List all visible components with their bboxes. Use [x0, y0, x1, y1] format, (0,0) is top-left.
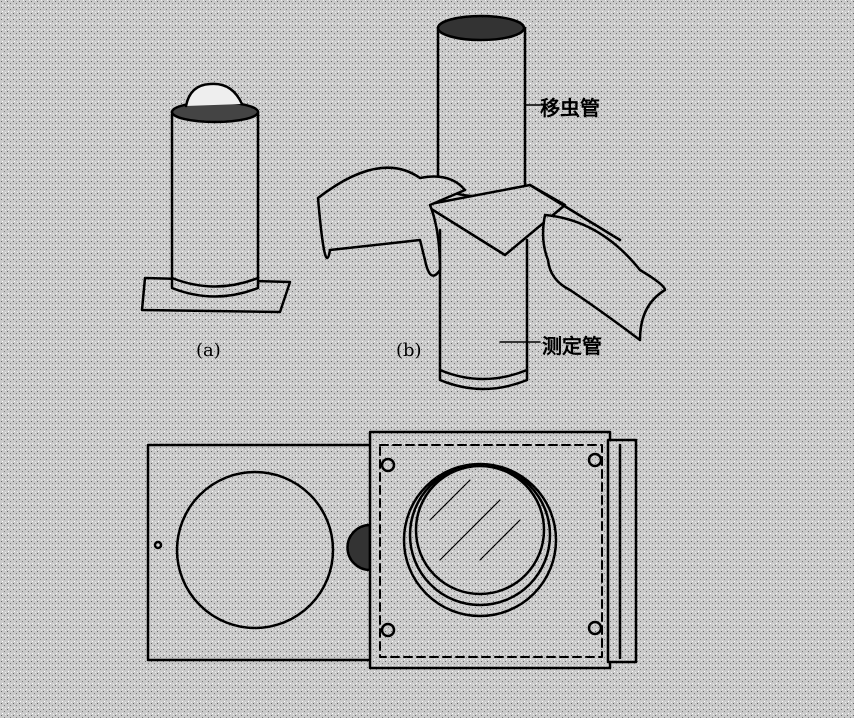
slide-and-hands: [316, 166, 667, 342]
cylinder-a: [140, 82, 292, 314]
panel-b-caption: (b): [396, 340, 422, 361]
transfer-tube-label: 移虫管: [540, 96, 600, 120]
sliding-plate-apparatus: [146, 430, 638, 670]
measuring-tube-label: 测定管: [542, 334, 602, 358]
panel-a-caption: (a): [196, 340, 221, 361]
transfer-tube: [436, 14, 541, 198]
measuring-tube: [438, 228, 541, 391]
